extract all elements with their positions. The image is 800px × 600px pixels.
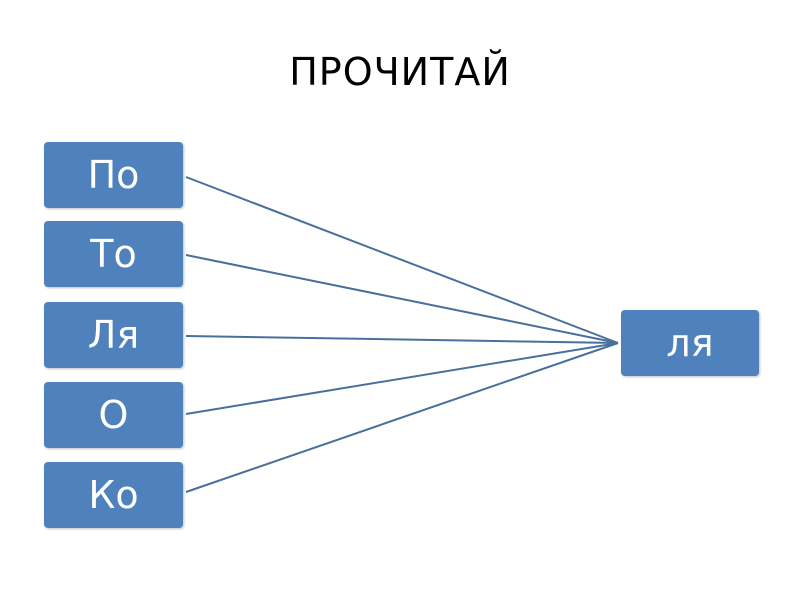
syllable-label: По <box>87 153 140 197</box>
connector-line-4 <box>185 342 619 493</box>
syllable-label: О <box>98 393 129 437</box>
syllable-box-lya: Ля <box>44 302 183 368</box>
connector-line-1 <box>185 254 619 344</box>
syllable-box-o: О <box>44 382 183 448</box>
page-title: ПРОЧИТАЙ <box>289 50 511 94</box>
syllable-label: То <box>90 232 137 276</box>
target-syllable-label: ля <box>666 321 714 365</box>
connector-line-2 <box>185 335 619 344</box>
syllable-box-to: То <box>44 221 183 287</box>
syllable-box-ko: Ко <box>44 462 183 528</box>
target-syllable-box: ля <box>621 310 759 376</box>
syllable-box-po: По <box>44 142 183 208</box>
syllable-label: Ко <box>88 473 139 517</box>
syllable-label: Ля <box>87 313 140 357</box>
connector-line-0 <box>185 176 619 344</box>
connector-line-3 <box>185 342 619 415</box>
